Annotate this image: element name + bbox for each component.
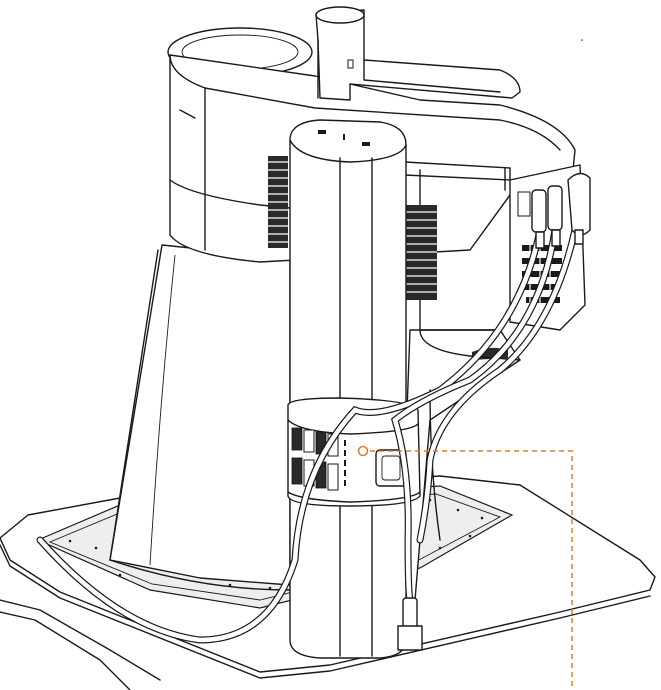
- vent-left: [268, 156, 288, 248]
- pedestal-cone: [109, 244, 291, 591]
- column-top-icons: [318, 130, 370, 146]
- cables: [36, 172, 591, 651]
- top-arm: [315, 6, 521, 101]
- clamp-teeth-lower: [291, 457, 339, 491]
- vent-right: [405, 205, 437, 300]
- cable-clamp: [287, 397, 421, 507]
- center-column: [289, 119, 407, 659]
- cable-plugs: [531, 172, 591, 249]
- callout-marker: [357, 445, 573, 690]
- bottom-connector: [397, 597, 423, 651]
